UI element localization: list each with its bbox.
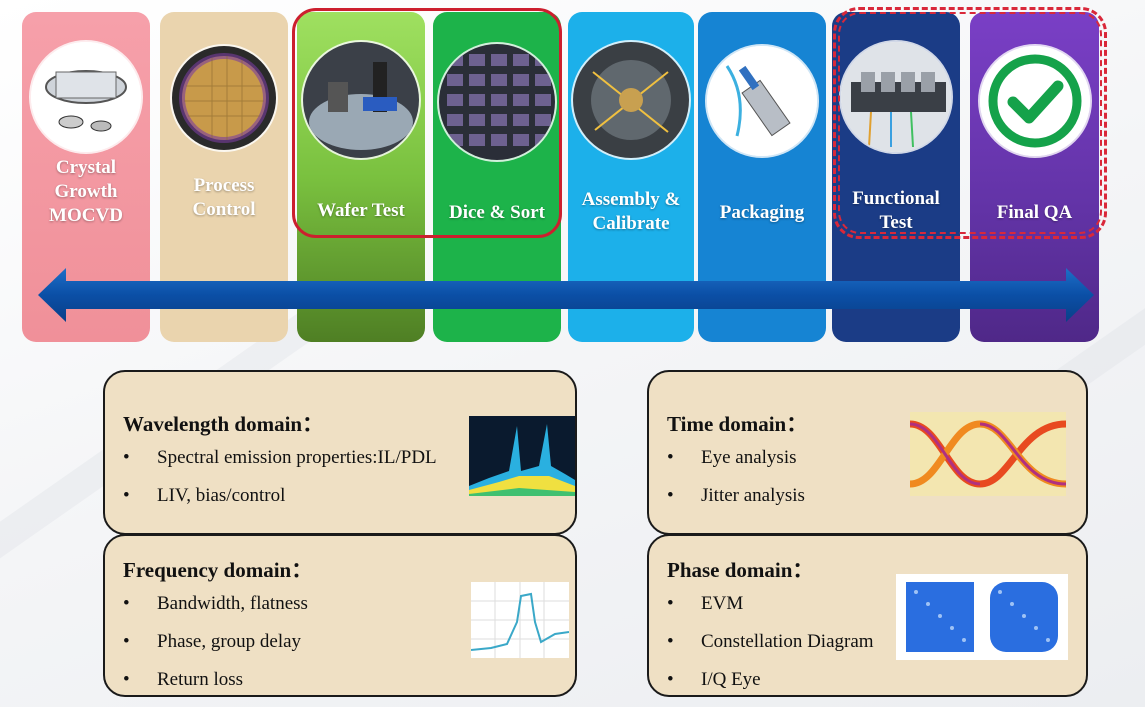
stage-assembly-label-2: Calibrate <box>592 213 670 234</box>
constellation-thumbnail <box>896 574 1068 660</box>
crystal-ingot-image <box>31 42 141 152</box>
wavelength-domain-box: Wavelength domain： •Spectral emission pr… <box>103 370 577 535</box>
time-domain-box: Time domain： •Eye analysis •Jitter analy… <box>647 370 1088 535</box>
stage-crystal-label-2: Growth <box>54 181 118 202</box>
wavelength-domain-title: Wavelength domain： <box>123 412 324 436</box>
frequency-domain-box: Frequency domain： •Bandwidth, flatness •… <box>103 534 577 697</box>
stage-dice-label: Dice & Sort <box>448 202 546 223</box>
frequency-domain-list: •Bandwidth, flatness •Phase, group delay… <box>123 592 308 706</box>
time-domain-list: •Eye analysis •Jitter analysis <box>667 446 805 522</box>
phase-domain-title: Phase domain： <box>667 558 814 582</box>
dice-image <box>439 44 555 160</box>
stage-crystal-growth: Crystal Growth MOCVD <box>22 12 150 342</box>
stage-process-label-2: Control <box>192 199 256 220</box>
stage-functional-label-1: Functional <box>852 188 940 209</box>
stage-assembly-label-1: Assembly & <box>581 189 681 210</box>
test-equipment-image <box>841 42 951 152</box>
list-item: •I/Q Eye <box>667 669 761 690</box>
stage-wafer-label: Wafer Test <box>317 200 405 221</box>
list-item: •Eye analysis <box>667 447 797 468</box>
list-item: •Bandwidth, flatness <box>123 593 308 614</box>
wafer-dice-highlight <box>292 8 562 238</box>
list-item: •LIV, bias/control <box>123 485 286 506</box>
stage-finalqa-label: Final QA <box>996 202 1073 223</box>
eye-diagram-thumbnail <box>909 412 1067 496</box>
assembly-image <box>573 42 689 158</box>
process-flow-arrow <box>38 268 1094 322</box>
transceiver-image <box>707 46 817 156</box>
spectrum-thumbnail <box>469 416 575 496</box>
check-mark-icon <box>979 46 1090 156</box>
list-item: •EVM <box>667 593 744 614</box>
stage-functional-label-2: Test <box>879 212 913 233</box>
stage-crystal-label-1: Crystal <box>55 157 117 178</box>
list-item: •Return loss <box>123 669 244 690</box>
frequency-response-thumbnail <box>470 582 570 658</box>
list-item: •Spectral emission properties:IL/PDL <box>123 447 437 468</box>
functional-qa-highlight-inner <box>838 12 1102 234</box>
phase-domain-box: Phase domain： •EVM •Constellation Diagra… <box>647 534 1088 697</box>
stage-process-label-1: Process <box>193 175 255 196</box>
stage-crystal-label-3: MOCVD <box>49 205 123 226</box>
frequency-domain-title: Frequency domain： <box>123 558 313 582</box>
wafer-image <box>172 46 276 150</box>
phase-domain-list: •EVM •Constellation Diagram •I/Q Eye <box>667 592 874 706</box>
wavelength-domain-list: •Spectral emission properties:IL/PDL •LI… <box>123 446 437 522</box>
functional-qa-highlight <box>833 7 1107 239</box>
list-item: •Phase, group delay <box>123 631 302 652</box>
wafer-test-image <box>303 42 419 158</box>
stage-packaging-label: Packaging <box>719 202 805 223</box>
list-item: •Jitter analysis <box>667 485 805 506</box>
list-item: •Constellation Diagram <box>667 631 874 652</box>
time-domain-title: Time domain： <box>667 412 808 436</box>
